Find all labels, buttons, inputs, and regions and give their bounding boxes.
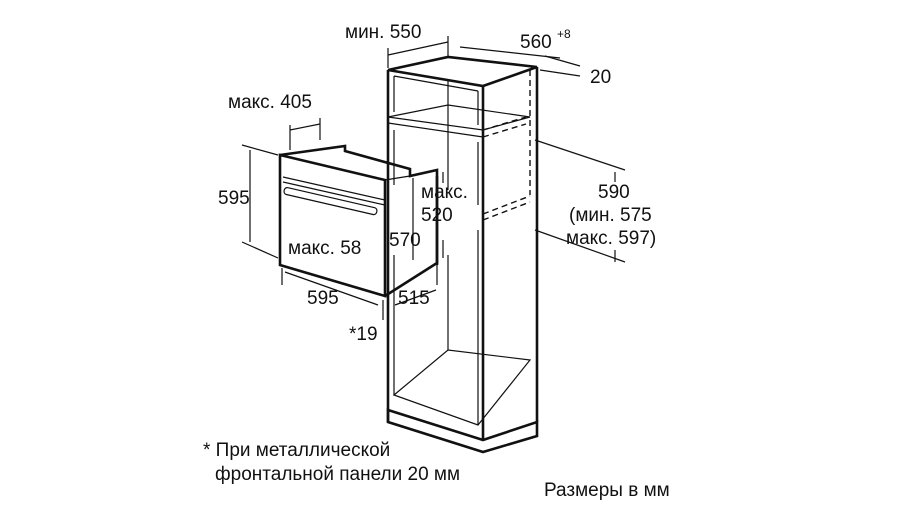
dim-cabinet-panel: 20 <box>590 67 611 88</box>
dim-cabinet-width: 560 <box>520 32 552 53</box>
dim-oven-depth: 515 <box>398 288 430 309</box>
units-note: Размеры в мм <box>544 480 670 501</box>
dimension-lines <box>241 36 626 320</box>
dim-oven-width: 595 <box>307 288 339 309</box>
dim-cabinet-width-tolerance: +8 <box>557 27 571 41</box>
footnote-line2: фронтальной панели 20 мм <box>215 464 460 485</box>
dim-oven-max-label: макс. <box>421 182 468 203</box>
dim-niche-height-min: (мин. 575 <box>569 205 652 226</box>
tall-cabinet <box>386 55 539 454</box>
dim-oven-max-top: макс. 405 <box>228 92 312 113</box>
dim-niche-height: 590 <box>598 182 630 203</box>
dim-front-panel: *19 <box>349 324 378 345</box>
dim-oven-body-height: 570 <box>389 230 421 251</box>
dim-oven-height: 595 <box>218 188 250 209</box>
dim-cabinet-min-depth: мин. 550 <box>345 22 421 43</box>
oven <box>278 144 439 298</box>
dim-oven-max-value: 520 <box>421 205 453 226</box>
footnote-line1: * При металлической <box>203 440 390 461</box>
dim-niche-height-max: макс. 597) <box>566 228 656 249</box>
dim-oven-handle: макс. 58 <box>288 238 361 259</box>
